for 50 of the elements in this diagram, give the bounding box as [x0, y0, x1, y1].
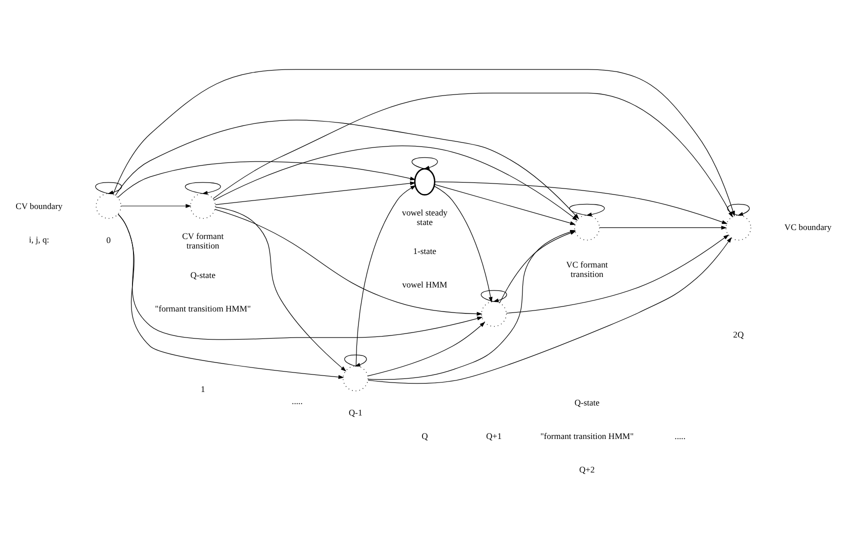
- label: .....: [674, 430, 686, 441]
- label: 1: [200, 383, 206, 394]
- arrow: [434, 181, 728, 224]
- arrow: [214, 208, 482, 316]
- arrow: [215, 206, 346, 372]
- arrow: [118, 213, 483, 340]
- label: Q: [422, 430, 428, 441]
- label: Q-state: [190, 269, 216, 280]
- arrow: [117, 160, 416, 198]
- arrow: [344, 354, 367, 366]
- arrow: [506, 234, 729, 313]
- label: .....: [292, 395, 303, 406]
- arrow: [480, 290, 507, 302]
- node-circle: [96, 192, 122, 218]
- label: Q+1: [486, 430, 502, 441]
- node-circle: [726, 214, 752, 240]
- arrow: [434, 185, 492, 302]
- label: Q+2: [579, 464, 595, 474]
- label: CV boundary: [16, 200, 62, 210]
- label: i, j, q:: [28, 234, 50, 244]
- node-circle: [190, 192, 216, 218]
- label: CV formant transition: [182, 230, 224, 250]
- arrow: [215, 180, 416, 204]
- arrow: [434, 184, 576, 225]
- label: VC formant transition: [566, 259, 608, 278]
- label: Q-1: [348, 407, 362, 418]
- arrow: [412, 156, 438, 169]
- node-ellipse: [414, 168, 436, 196]
- arrow: [569, 203, 605, 216]
- node-circle: [481, 300, 507, 326]
- label: VC boundary: [784, 222, 832, 232]
- label: 2Q: [733, 328, 744, 339]
- arrow: [599, 225, 727, 230]
- arrow: [356, 184, 416, 366]
- arrow: [120, 204, 192, 208]
- label: Q-state: [574, 397, 600, 408]
- node-circle: [342, 365, 368, 391]
- arrow: [95, 182, 122, 194]
- arrow: [368, 236, 732, 384]
- arrow: [212, 92, 733, 218]
- arrow: [368, 321, 486, 376]
- label: "formant transition HMM": [540, 430, 634, 441]
- label: vowel HMM: [402, 279, 448, 290]
- label: vowel steady state: [402, 206, 448, 226]
- arrow: [184, 182, 221, 194]
- arrow: [115, 119, 580, 219]
- arrow: [214, 145, 578, 220]
- label: "formant transitiom HMM": [155, 302, 251, 313]
- label: 1-state: [413, 246, 436, 256]
- label: 0: [106, 234, 111, 245]
